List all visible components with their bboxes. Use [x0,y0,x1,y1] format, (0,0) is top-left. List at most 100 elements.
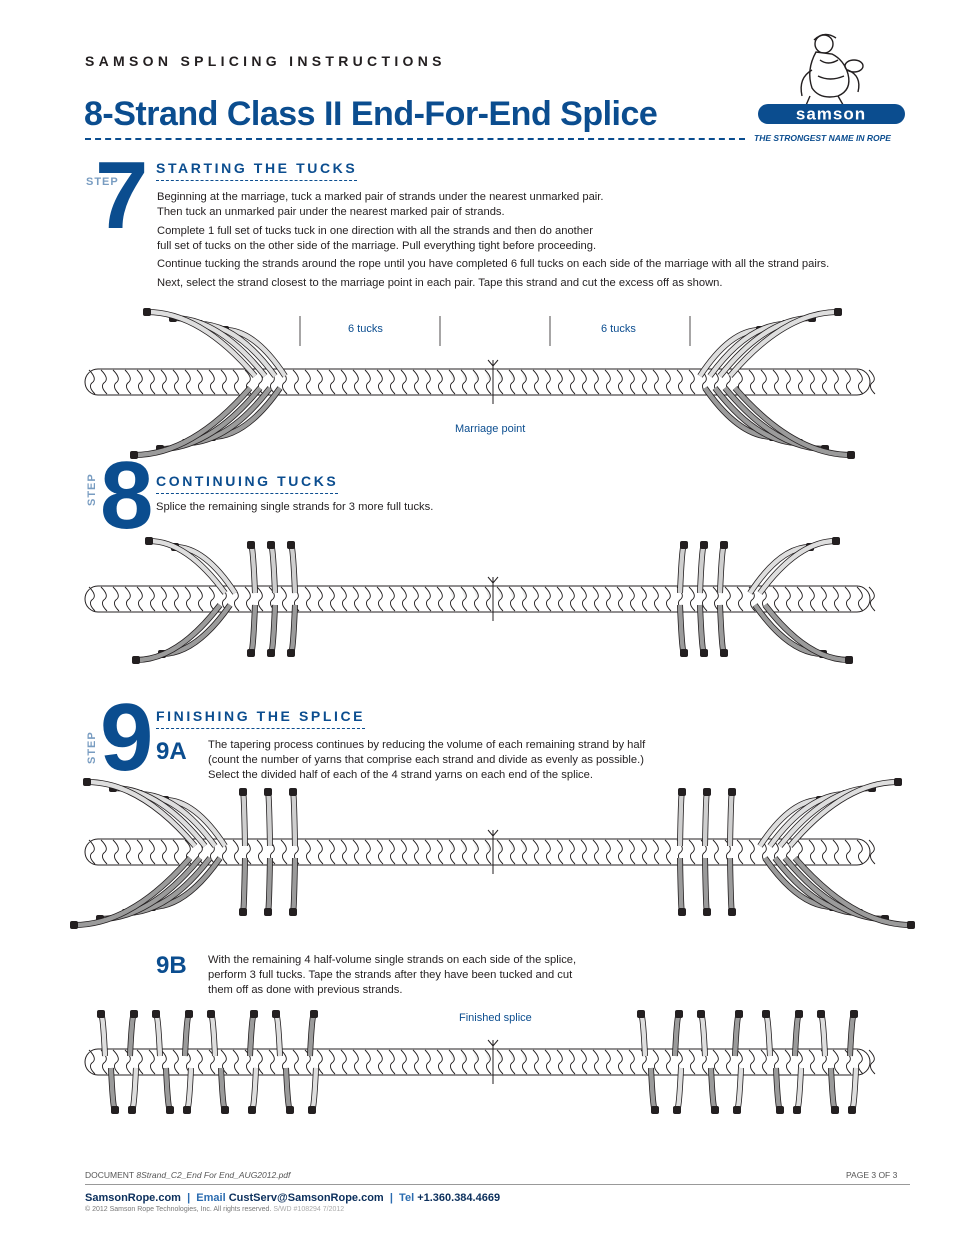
rope-strand [727,308,842,378]
rope-illustration-step8 [84,537,876,664]
section-heading: STARTING THE TUCKS [156,160,358,181]
paragraph: Continue tucking the strands around the … [157,258,830,270]
copyright-text: © 2012 Samson Rope Technologies, Inc. Al… [85,1206,272,1213]
step-label: STEP [86,176,119,188]
document-filename: 8Strand_C2_End For End_AUG2012.pdf [136,1170,291,1180]
rope-strand [732,1010,743,1057]
rope-strand [702,788,711,847]
rope-strand [817,1010,828,1057]
rope-strand [307,1010,318,1057]
rope-strand [697,604,708,657]
rope-strand [727,788,736,847]
rope-strand [247,604,258,657]
rope-strand [717,541,728,594]
rope-strand [673,1067,684,1114]
braided-rope [84,829,876,874]
rope-strand [677,788,686,847]
rope-strand [267,604,278,657]
rope-strand [143,308,258,378]
page-number: PAGE 3 OF 3 [846,1170,898,1180]
rope-strand [792,856,915,929]
rope-strand [239,857,248,916]
document-kicker: SAMSON SPLICING INSTRUCTIONS [85,53,446,69]
step-number: 9 [100,684,154,791]
svg-text:samson: samson [796,105,866,124]
rope-strand [283,1067,294,1114]
rope-strand [732,386,855,459]
rope-strand [733,1067,744,1114]
paragraph: Beginning at the marriage, tuck a marked… [157,191,604,218]
samson-wordmark: samson [758,104,905,124]
rope-strand [702,857,711,916]
braided-rope [84,359,876,404]
rope-strand [152,1010,163,1057]
rope-strand [108,1067,119,1114]
rope-strand [289,857,298,916]
substep-id: 9A [156,738,187,765]
rope-strand [717,604,728,657]
substep-text: With the remaining 4 half-volume single … [208,954,577,996]
rope-strand [287,604,298,657]
rope-strand [145,537,228,595]
braided-rope [84,576,876,621]
step-number: 7 [95,142,149,249]
section-heading: CONTINUING TUCKS [156,473,339,494]
rope-strand [128,1067,139,1114]
rope-illustration-step7 [84,308,876,459]
rope-strand [248,1067,259,1114]
tucks-label-left: 6 tucks [348,323,383,335]
rope-strand [792,1010,803,1057]
copyright: © 2012 Samson Rope Technologies, Inc. Al… [85,1206,344,1213]
rope-strand [762,1010,773,1057]
rope-strand [757,537,840,595]
rope-strand [847,1010,858,1057]
rope-strand [672,1010,683,1057]
rope-strand [183,1067,194,1114]
step-label: STEP [86,473,98,506]
samson-logo: samson [758,33,905,124]
rope-strand [247,1010,258,1057]
rope-strand [697,541,708,594]
rope-illustration-step9a [70,778,915,929]
section-heading: FINISHING THE SPLICE [156,708,366,729]
rope-strand [127,1010,138,1057]
rope-strand [267,541,278,594]
rope-strand [218,1067,229,1114]
rope-strand [677,857,686,916]
step-instructions: Splice the remaining single strands for … [156,500,433,519]
brand-tagline: THE STRONGEST NAME IN ROPE [754,133,891,143]
tel-link[interactable]: +1.360.384.4669 [417,1192,501,1204]
rope-strand [648,1067,659,1114]
rope-strand [697,1010,708,1057]
rope-strand [239,788,248,847]
paragraph: Splice the remaining single strands for … [156,501,434,513]
substep-id: 9B [156,952,187,979]
website-link[interactable]: SamsonRope.com [85,1192,181,1204]
rope-strand [287,541,298,594]
substep-text: The tapering process continues by reduci… [208,739,646,781]
rope-strand [637,1010,648,1057]
rope-illustration-step9b [84,1010,876,1114]
rope-strand [773,1067,784,1114]
rope-strand [132,603,223,664]
rope-strand [163,1067,174,1114]
rope-strand [272,1010,283,1057]
rope-strand [762,603,853,664]
rope-strand [264,857,273,916]
document-code: S/WD #108294 7/2012 [273,1206,345,1213]
rope-strand [708,1067,719,1114]
rope-strand [848,1067,859,1114]
document-prefix: DOCUMENT [85,1170,134,1180]
tucks-bracket [549,316,691,346]
rope-strand [308,1067,319,1114]
step-number: 8 [100,442,154,549]
tel-label: Tel [399,1192,415,1204]
document-reference: DOCUMENT 8Strand_C2_End For End_AUG2012.… [85,1170,290,1180]
email-link[interactable]: CustServ@SamsonRope.com [228,1192,384,1204]
tucks-bracket [299,316,441,346]
rope-strand [130,386,253,459]
finished-splice-label: Finished splice [459,1012,532,1024]
step-instructions: Beginning at the marriage, tuck a marked… [157,190,917,294]
rope-strand [677,604,688,657]
title-divider [85,138,745,140]
